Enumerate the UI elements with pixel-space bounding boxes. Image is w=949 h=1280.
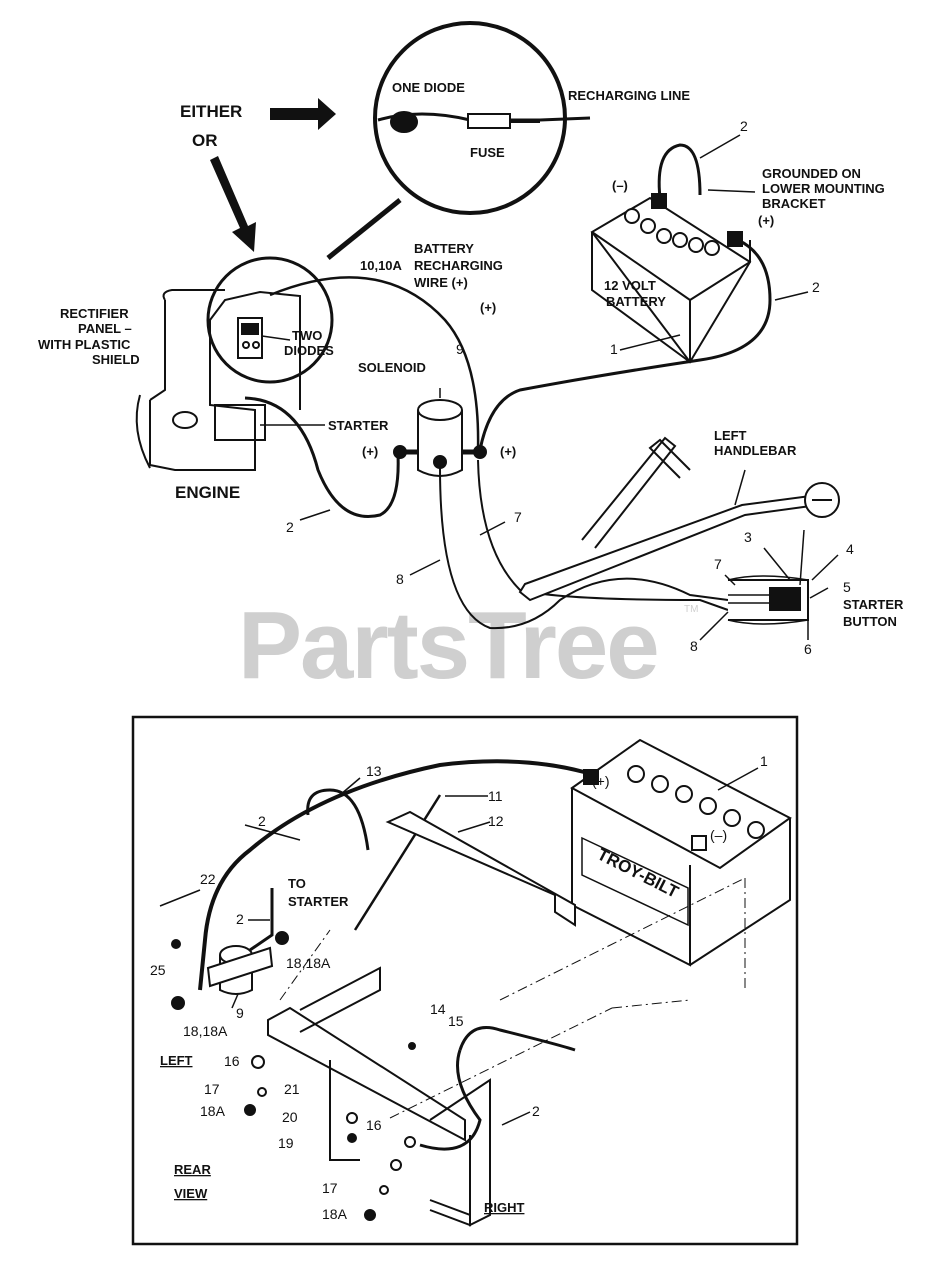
starter-button-label-1: STARTER [843,597,904,612]
rear-solenoid [206,945,274,995]
rectifier-label-4: SHIELD [92,352,140,367]
starter-button-label-2: BUTTON [843,614,897,629]
rear-part-16-number: 16 [224,1053,240,1069]
rectifier-label-3: WITH PLASTIC [38,337,131,352]
battery-recharge-label-0: 10,10A [360,258,403,273]
rear-part-20-number: 20 [282,1109,298,1125]
starter-button [727,529,809,625]
rear-part-11-number: 11 [488,788,503,804]
rear-part-18a-b-number: 18A [322,1206,348,1222]
left-handlebar [518,436,840,602]
wire-2-ground-number: 2 [740,118,748,134]
grounded-label-2: LOWER MOUNTING [762,181,885,196]
battery-recharge-label-1: BATTERY [414,241,474,256]
left-label: LEFT [160,1053,193,1068]
either-arrow [270,98,336,130]
two-diodes-label-2: DIODES [284,343,334,358]
left-handlebar-label-2: HANDLEBAR [714,443,797,458]
grounded-label-1: GROUNDED ON [762,166,861,181]
either-label: EITHER [180,102,242,121]
solenoid-label: SOLENOID [358,360,426,375]
rear-part-9-number: 9 [236,1005,244,1021]
watermark-text: PartsTree [238,592,658,699]
rear-part-2c-number: 2 [532,1103,540,1119]
solenoid-number: 9 [456,341,464,357]
diode-symbol [390,111,418,133]
part-4-number: 4 [846,541,854,557]
part-8-number: 8 [690,638,698,654]
part-7-number: 7 [714,556,722,572]
part-3-number: 3 [744,529,752,545]
rear-part-1-number: 1 [760,753,768,769]
rear-battery [570,738,792,967]
part-5-number: 5 [843,579,851,595]
to-starter-label-2: STARTER [288,894,349,909]
one-diode-label: ONE DIODE [392,80,465,95]
grounded-label-3: BRACKET [762,196,826,211]
rear-part-12-number: 12 [488,813,504,829]
rear-battery-neg-label: (–) [710,827,727,843]
rear-battery-pos-label: (+) [592,773,610,789]
two-diodes-label-1: TWO [292,328,322,343]
rear-part-18-18a-left-number: 18,18A [183,1023,228,1039]
wire-2-starter-number: 2 [286,519,294,535]
recharge-pos-label: (+) [480,300,496,315]
rear-part-25-number: 25 [150,962,166,978]
battery-recharge-label-3: WIRE (+) [414,275,468,290]
to-starter-label-1: TO [288,876,306,891]
top-diagram-labels: EITHER OR ONE DIODE RECHARGING LINE FUSE… [38,80,904,657]
rear-part-19-number: 19 [278,1135,294,1151]
rear-part-18a-number: 18A [200,1103,226,1119]
or-label: OR [192,131,218,150]
rectifier-label-2: PANEL – [78,321,132,336]
fuse-symbol [467,113,511,129]
rear-part-17b-number: 17 [322,1180,338,1196]
wire-7-number: 7 [514,509,522,525]
battery-label-1: 12 VOLT [604,278,656,293]
rear-part-2-number: 2 [258,813,266,829]
rear-battery-brand: TROY-BILT [594,845,682,902]
right-label: RIGHT [484,1200,525,1215]
wire-2-battery-number: 2 [812,279,820,295]
rear-part-21-number: 21 [284,1081,300,1097]
or-arrow [210,156,256,252]
battery-neg-label: (–) [612,178,628,193]
battery-recharge-label-2: RECHARGING [414,258,503,273]
battery-label-2: BATTERY [606,294,666,309]
rear-view-label-1: REAR [174,1162,211,1177]
rectifier-label-1: RECTIFIER [60,306,129,321]
recharging-line-label: RECHARGING LINE [568,88,690,103]
solenoid [393,399,487,477]
rear-part-16b-number: 16 [366,1117,382,1133]
solenoid-right-pos-label: (+) [500,444,516,459]
rear-view-diagram [159,738,792,1227]
engine-label: ENGINE [175,483,240,502]
rear-part-15-number: 15 [448,1013,464,1029]
rear-view-label-2: VIEW [174,1186,208,1201]
rear-part-18-18a-number: 18,18A [286,955,331,971]
rear-view-frame [131,715,799,1246]
starter-label: STARTER [328,418,389,433]
rectifier-circle [206,256,334,384]
battery-number: 1 [610,341,618,357]
rear-part-22-number: 22 [200,871,216,887]
fuse-label: FUSE [470,145,505,160]
top-wiring-diagram [135,21,840,641]
engine [135,289,301,471]
part-6-number: 6 [804,641,812,657]
rear-part-17-number: 17 [204,1081,220,1097]
wire-8-number: 8 [396,571,404,587]
watermark-tm: TM [684,604,698,615]
solenoid-left-pos-label: (+) [362,444,378,459]
rear-part-14-number: 14 [430,1001,446,1017]
rear-part-2b-number: 2 [236,911,244,927]
left-handlebar-label-1: LEFT [714,428,747,443]
rear-part-13-number: 13 [366,763,382,779]
battery-pos-label: (+) [758,213,774,228]
